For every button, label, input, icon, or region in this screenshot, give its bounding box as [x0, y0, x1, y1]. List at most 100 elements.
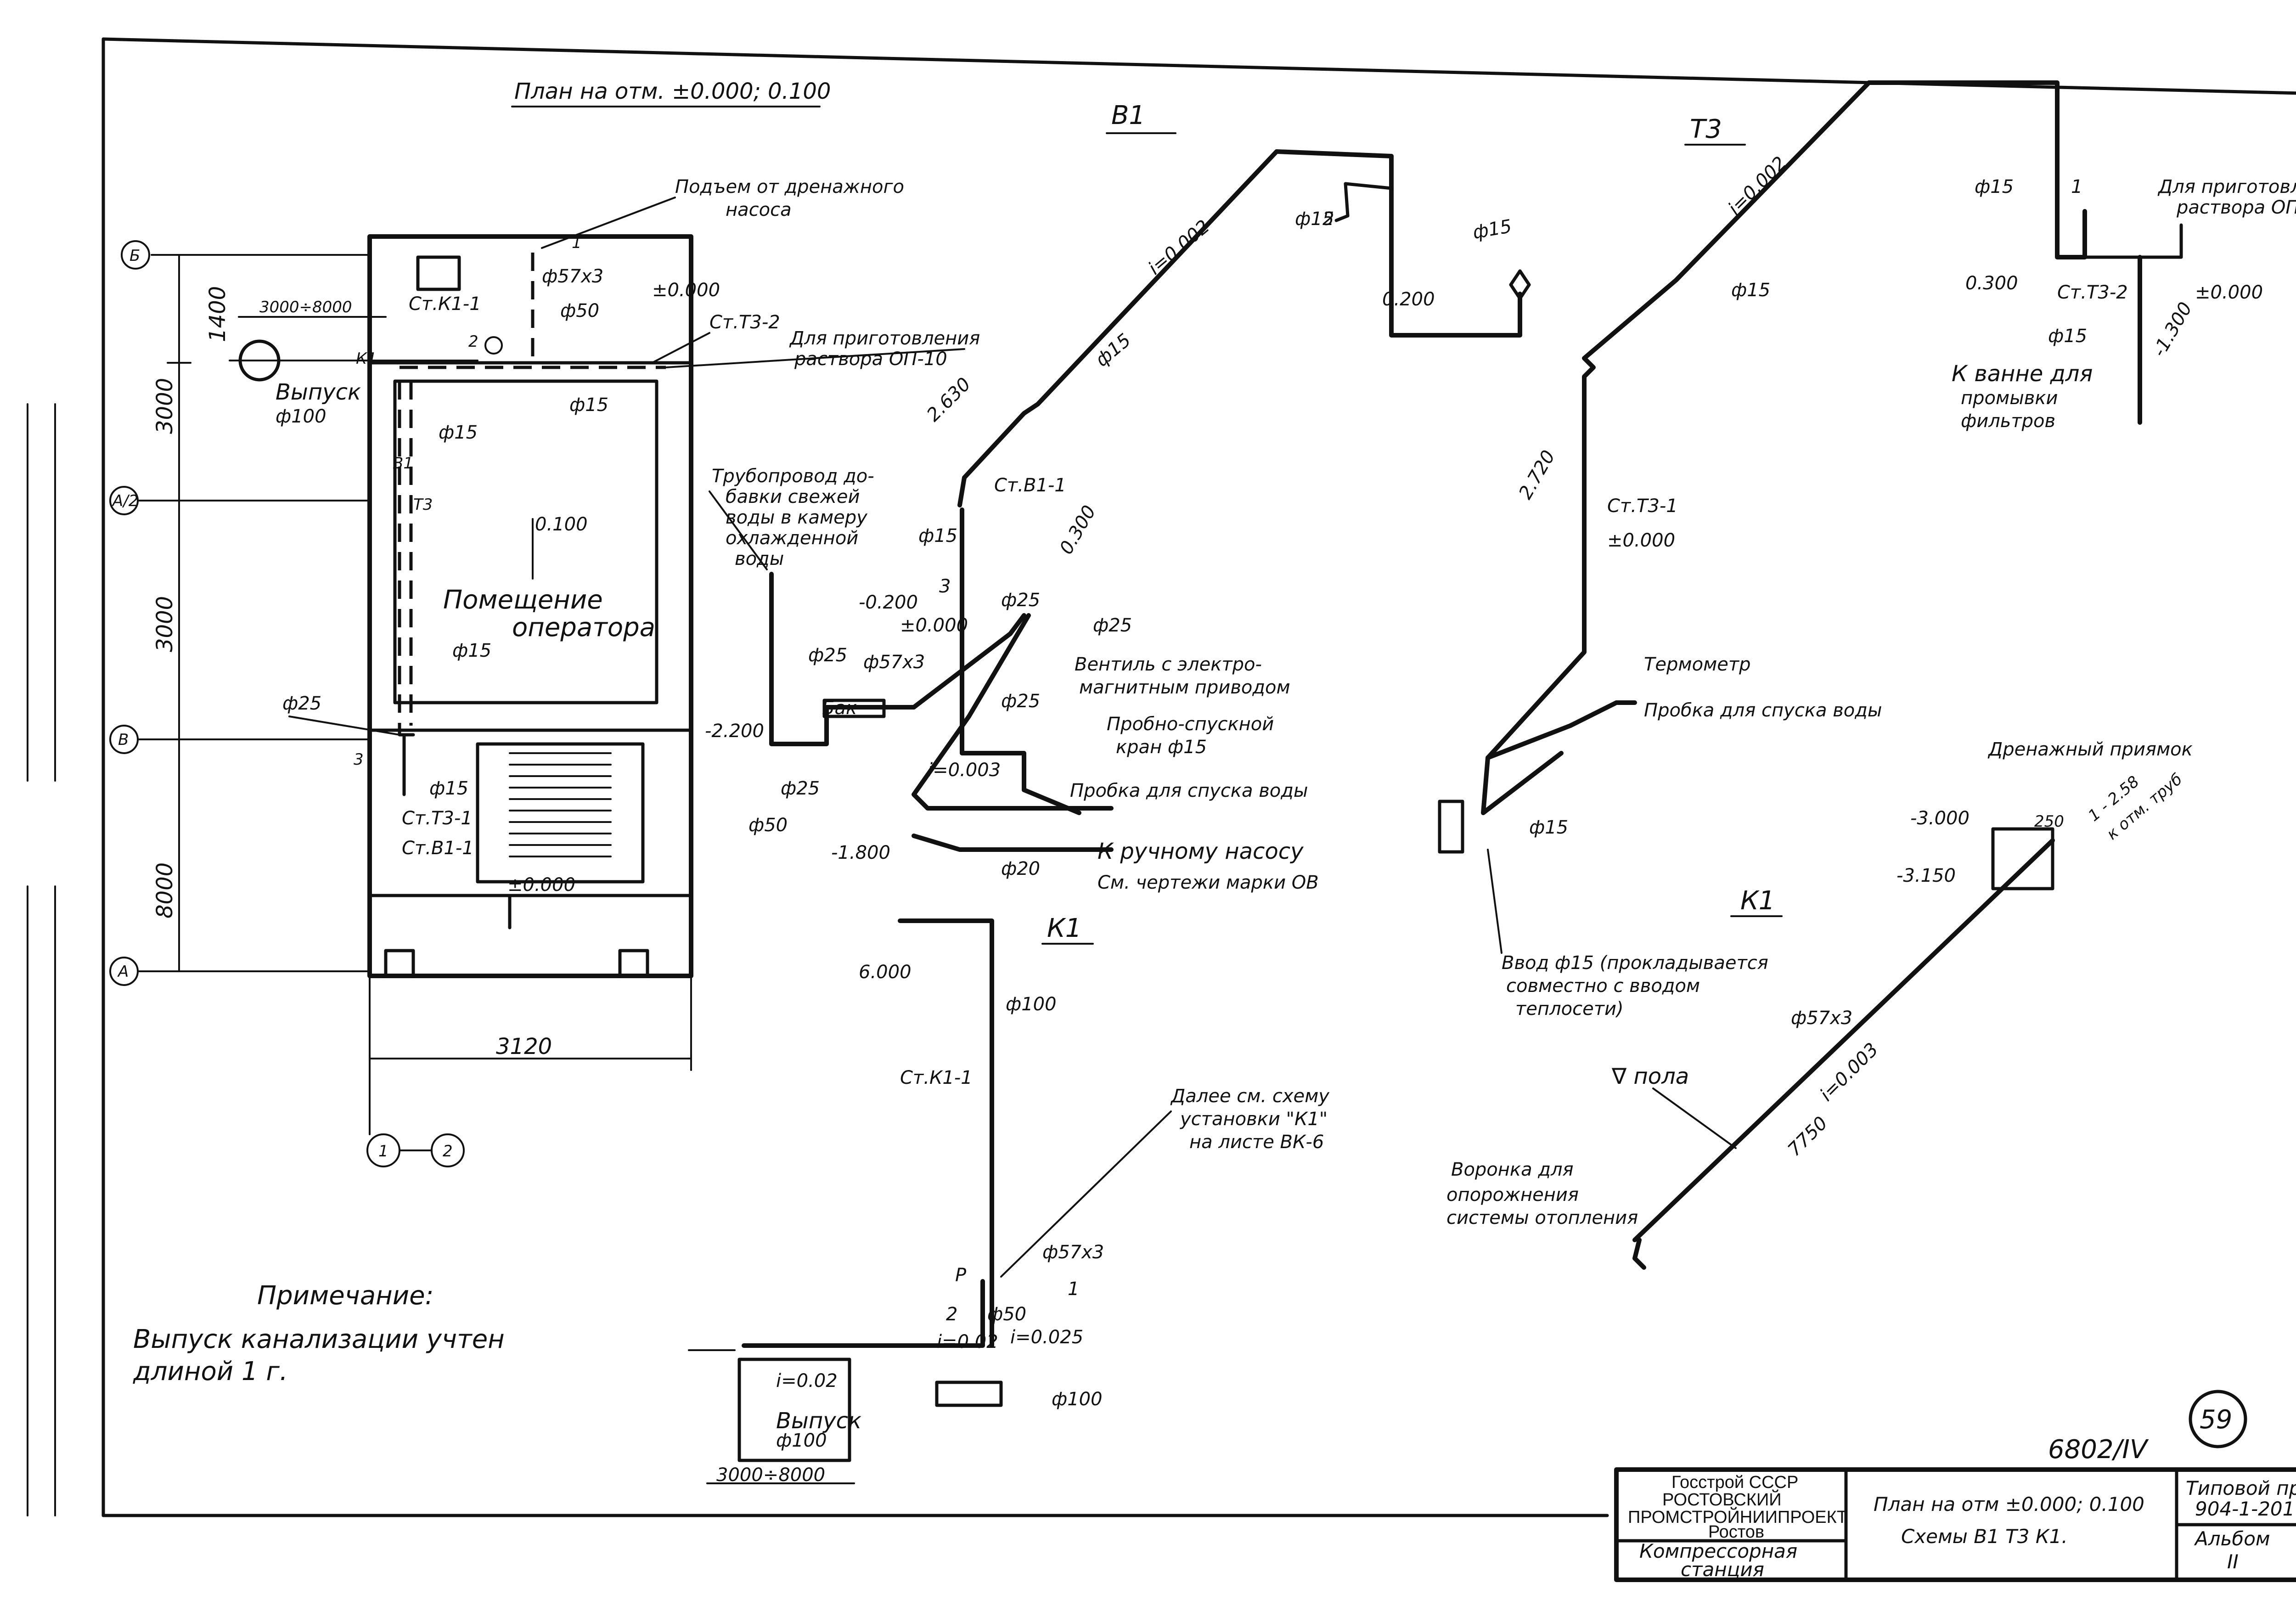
plan-mark-0100: 0.100: [535, 514, 588, 535]
k1-m-250: 250: [2034, 812, 2064, 831]
v1-d20: ф20: [1001, 858, 1040, 879]
v1-m-1800: -1.800: [831, 842, 890, 863]
axis-a1-label: А/2: [112, 492, 138, 510]
dim-1400: 1400: [205, 286, 231, 342]
t3-m0000: ±0.000: [1607, 530, 1675, 551]
k1-d100c: ф100: [776, 1430, 827, 1451]
k1-n2: 2: [946, 1304, 957, 1325]
floor-plan: План на отм. ±0.000; 0.100: [109, 79, 980, 1167]
k1-len: 7750: [1784, 1113, 1832, 1161]
grid-axes: Б А/2 В А 1 2 3120 3000 1400 3000 8000: [109, 240, 692, 1167]
k1-funnel-3: системы отопления: [1446, 1207, 1638, 1228]
staircase: [476, 742, 645, 884]
scheme-v1: В1 i=0.002 ф15 ф15 2 ф15 0.200 2.630 Ст.…: [705, 101, 1531, 893]
v1-n2: 2: [1322, 208, 1334, 230]
t3-bath-1: К ванне для: [1952, 361, 2093, 387]
page-number: 59: [2200, 1405, 2232, 1435]
stamp-org-3: ПРОМСТРОЙНИИПРОЕКТ: [1628, 1506, 1847, 1527]
t3-m0000b: ±0.000: [2195, 282, 2263, 303]
title-block: 6802/IV 59 Госстрой СССР РОСТОВСКИЙ ПРОМ…: [1614, 1390, 2296, 1582]
plan-title: План на отм. ±0.000; 0.100: [514, 79, 831, 104]
t3-thermometer: Термометр: [1644, 654, 1751, 675]
stamp-object-2: станция: [1681, 1558, 1764, 1581]
t3-st-t3-2: Ст.Т3-2: [2057, 282, 2128, 303]
v1-drain-plug: Пробка для спуска воды: [1070, 780, 1308, 801]
dim-3000b: 3000: [152, 596, 178, 652]
k1-funnel-2: опорожнения: [1446, 1184, 1579, 1206]
plan-t3: Т3: [413, 496, 433, 514]
dim-outlet: 3000÷8000: [259, 298, 352, 316]
drain-lift-label-1: Подъем от дренажного: [675, 176, 904, 197]
v1-pipe-add-2: бавки свежей: [726, 486, 860, 507]
stamp-title-1: План на отм ±0.000; 0.100: [1874, 1493, 2144, 1515]
plan-d25: ф25: [282, 693, 321, 714]
k1-m6000: 6.000: [859, 962, 912, 983]
v1-m0000: ±0.000: [900, 615, 968, 636]
note-line-2: длиной 1 г.: [133, 1357, 288, 1386]
t3-bath-3: фильтров: [1961, 411, 2055, 432]
v1-d57: ф57х3: [863, 652, 925, 673]
plan-d15a: ф15: [569, 394, 608, 416]
k1-title-left: К1: [1047, 913, 1081, 943]
v1-m2630: 2.630: [923, 374, 975, 426]
t3-inlet-1: Ввод ф15 (прокладывается: [1502, 952, 1768, 974]
plan-n2: 2: [468, 332, 478, 351]
k1-d50: ф50: [987, 1304, 1026, 1325]
t3-solution-1: Для приготовления: [2157, 176, 2296, 197]
k1-outlet: Выпуск: [776, 1408, 861, 1434]
outlet-diameter: ф100: [276, 406, 326, 427]
outlet-label: Выпуск: [276, 379, 361, 405]
k1-funnel-1: Воронка для: [1451, 1159, 1574, 1180]
v1-probe-2: кран ф15: [1116, 737, 1207, 758]
v1-m-0003: i=0.003: [928, 760, 1001, 781]
k1-outlet-len: 3000÷8000: [716, 1465, 825, 1486]
v1-valve-1: Вентиль с электро-: [1075, 654, 1262, 675]
t3-d15d: ф15: [2048, 326, 2087, 347]
v1-pipe-add-1: Трубопровод до-: [712, 466, 874, 487]
plan-d57: ф57х3: [542, 266, 603, 287]
k1-slope-b: i=0.025: [1010, 1327, 1083, 1348]
t3-title: Т3: [1690, 114, 1722, 144]
v1-d25b: ф25: [808, 645, 847, 666]
plan-mark-0000a: ±0.000: [652, 280, 720, 301]
v1-pipe-add-3: воды в камеру: [726, 507, 868, 528]
t3-d15b: ф15: [1529, 817, 1568, 838]
dim-3120: 3120: [496, 1034, 552, 1059]
k1-further-3: на листе ВК-6: [1189, 1132, 1324, 1153]
v1-stv1: Ст.В1-1: [994, 475, 1066, 496]
k1-d100a: ф100: [1006, 994, 1057, 1015]
plan-d15d: ф15: [429, 778, 468, 799]
note-block: Примечание: Выпуск канализации учтен дли…: [133, 1281, 505, 1386]
t3-m-1300: -1.300: [2149, 299, 2196, 361]
v1-d15-top: ф15: [1295, 208, 1334, 230]
v1-m-2200: -2.200: [705, 721, 764, 742]
plan-k1: К1: [356, 349, 377, 368]
room-name-1: Помещение: [443, 585, 603, 615]
plan-st-k1: Ст.К1-1: [409, 293, 481, 315]
v1-d50: ф50: [748, 815, 788, 836]
k1-slope-d: i=0.003: [1816, 1039, 1883, 1105]
stamp-project-2: 904-1-20176: [2195, 1498, 2296, 1520]
v1-bak: Бак: [822, 698, 857, 719]
room-operator: [393, 379, 658, 704]
stamp-org-2: РОСТОВСКИЙ: [1662, 1489, 1782, 1510]
t3-d15a: ф15: [1731, 280, 1770, 301]
t3-slope: i=0.002: [1724, 152, 1791, 219]
k1-n1: 1: [1068, 1279, 1079, 1300]
v1-valve-2: магнитным приводом: [1079, 677, 1290, 698]
dim-8000: 8000: [152, 862, 178, 918]
k1-drain-pit: Дренажный приямок: [1987, 739, 2193, 760]
k1-floor: ∇ пола: [1611, 1064, 1689, 1089]
stamp-org-1: Госстрой СССР: [1671, 1473, 1798, 1492]
plan-d15c: ф15: [452, 640, 491, 661]
axis-1-label: 1: [378, 1142, 388, 1161]
scheme-t3: Т3 i=0.002 ф15 2.720 Ст.Т3-1 ±0.000 Терм…: [1438, 80, 2296, 1020]
plan-n3: 3: [354, 750, 364, 769]
room-name-2: оператора: [512, 613, 655, 642]
plan-mark-0000b: ±0.000: [507, 874, 575, 896]
v1-d25c: ф25: [1001, 691, 1040, 712]
stamp-project-1: Типовой проект: [2186, 1477, 2296, 1499]
v1-m-0200: -0.200: [859, 592, 918, 613]
note-title: Примечание:: [257, 1281, 433, 1311]
